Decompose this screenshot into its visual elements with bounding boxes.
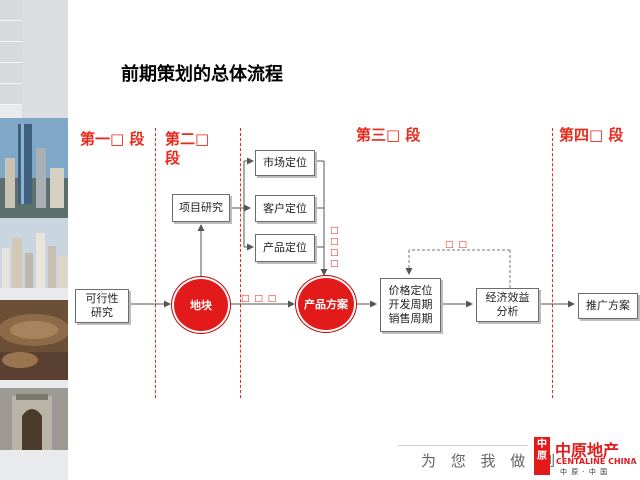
old-gate-photo bbox=[0, 388, 68, 450]
stage-label-2: 第二□ 段 bbox=[165, 130, 210, 167]
company-name: 中原地产 bbox=[555, 441, 620, 460]
company-english-name: CENTALINE CHINA bbox=[556, 457, 637, 466]
customer-position-box: 客户定位 bbox=[255, 195, 315, 222]
page-title: 前期策划的总体流程 bbox=[121, 64, 283, 85]
stage-label-4: 第四□ 段 bbox=[559, 126, 624, 144]
footer-slogan: 为 您 我 做 到 bbox=[421, 452, 561, 470]
stage-divider-2 bbox=[240, 128, 241, 398]
vertical-mark: □ □ □ □ bbox=[330, 226, 339, 269]
product-position-box: 产品定位 bbox=[255, 234, 315, 262]
centaline-logo-icon: 中 原 bbox=[534, 437, 550, 475]
stage-divider-1 bbox=[155, 128, 156, 398]
city-skyline-photo bbox=[0, 218, 68, 288]
left-photo-strip bbox=[0, 0, 68, 480]
stage-label-1: 第一□ 段 bbox=[80, 130, 145, 148]
logo-glyph: 中 原 bbox=[537, 439, 547, 462]
project-research-box: 项目研究 bbox=[172, 194, 230, 222]
feasibility-study-box: 可行性 研究 bbox=[75, 289, 129, 323]
tulou-photo bbox=[0, 300, 68, 380]
market-position-box: 市场定位 bbox=[255, 150, 315, 176]
stage-label-3: 第三□ 段 bbox=[356, 126, 421, 144]
promotion-plan-box: 推广方案 bbox=[578, 293, 638, 319]
stage-divider-3 bbox=[552, 128, 553, 398]
skyscraper-photo bbox=[0, 118, 68, 218]
company-subtitle: 中 原 · 中 国 bbox=[560, 468, 609, 476]
land-circle: 地块 bbox=[174, 279, 228, 331]
footer-dot bbox=[631, 461, 634, 464]
product-plan-circle: 产品方案 bbox=[298, 278, 354, 330]
footer-divider bbox=[398, 445, 528, 446]
feedback-mark: □ □ bbox=[445, 240, 468, 250]
economic-analysis-box: 经济效益 分析 bbox=[476, 288, 539, 322]
pricing-cycle-box: 价格定位 开发周期 销售周期 bbox=[380, 278, 441, 332]
land-to-product-mark: □ □ □ bbox=[241, 294, 278, 304]
